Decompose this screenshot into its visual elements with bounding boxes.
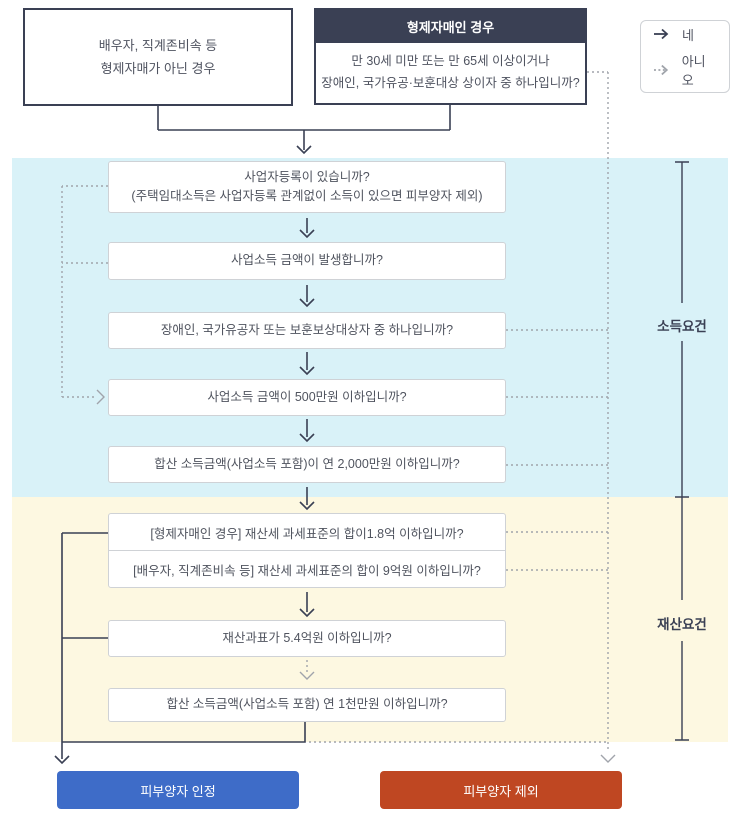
legend-yes-label: 네 <box>682 27 694 43</box>
legend-yes-row: 네 <box>653 25 717 44</box>
legend-no-row: 아니오 <box>653 51 717 89</box>
question-business-registration: 사업자등록이 있습니까? (주택임대소득은 사업자등록 관계없이 소득이 있으면… <box>108 161 506 213</box>
case-sibling-body: 만 30세 미만 또는 만 65세 이상이거나 장애인, 국가유공·보훈대상 상… <box>316 43 585 103</box>
question-business-income-exists-text: 사업소득 금액이 발생합니까? <box>231 253 383 268</box>
question-business-income-under-5m: 사업소득 금액이 500만원 이하입니까? <box>108 379 506 416</box>
legend-no-label: 아니오 <box>681 53 706 88</box>
question-business-registration-line2: (주택임대소득은 사업자등록 관계없이 소득이 있으면 피부양자 제외) <box>131 189 483 203</box>
question-disabled-or-veteran: 장애인, 국가유공자 또는 보훈보상대상자 중 하나입니까? <box>108 312 506 349</box>
income-section-label: 소득요건 <box>657 319 707 334</box>
question-business-income-under-5m-text: 사업소득 금액이 500만원 이하입니까? <box>207 389 407 404</box>
question-property-tax-base-dual: [형제자매인 경우] 재산세 과세표준의 합이1.8억 이하입니까? [배우자,… <box>108 513 506 588</box>
question-business-registration-line1: 사업자등록이 있습니까? <box>244 169 370 184</box>
dotted-arrow-icon <box>653 64 669 75</box>
solid-arrow-icon <box>654 28 669 40</box>
question-total-income-under-10m: 합산 소득금액(사업소득 포함) 연 1천만원 이하입니까? <box>108 688 506 722</box>
exclude-dependent-button[interactable]: 피부양자 제외 <box>380 771 622 809</box>
case-sibling-header: 형제자매인 경우 <box>316 10 585 43</box>
case-sibling-line1: 만 30세 미만 또는 만 65세 이상이거나 <box>351 54 550 69</box>
question-property-base-under-540m-text: 재산과표가 5.4억원 이하입니까? <box>222 630 392 645</box>
question-total-income-under-20m-text: 합산 소득금액(사업소득 포함)이 연 2,000만원 이하입니까? <box>154 456 460 471</box>
question-total-income-under-10m-text: 합산 소득금액(사업소득 포함) 연 1천만원 이하입니까? <box>166 697 448 712</box>
question-property-base-under-540m: 재산과표가 5.4억원 이하입니까? <box>108 620 506 657</box>
question-disabled-or-veteran-text: 장애인, 국가유공자 또는 보훈보상대상자 중 하나입니까? <box>160 322 454 337</box>
case-sibling-line2: 장애인, 국가유공·보훈대상 상이자 중 하나입니까? <box>321 76 580 90</box>
question-property-tax-sibling: [형제자매인 경우] 재산세 과세표준의 합이1.8억 이하입니까? <box>109 514 505 551</box>
case-non-sibling-box: 배우자, 직계존비속 등 형제자매가 아닌 경우 <box>23 8 293 106</box>
case-non-sibling-line2: 형제자매가 아닌 경우 <box>100 61 216 76</box>
case-sibling-box: 형제자매인 경우 만 30세 미만 또는 만 65세 이상이거나 장애인, 국가… <box>314 8 587 105</box>
accept-dependent-button[interactable]: 피부양자 인정 <box>57 771 299 809</box>
question-business-income-exists: 사업소득 금액이 발생합니까? <box>108 242 506 280</box>
legend-box: 네 아니오 <box>640 20 730 93</box>
property-section-label: 재산요건 <box>657 617 707 632</box>
case-non-sibling-line1: 배우자, 직계존비속 등 <box>98 37 218 53</box>
question-property-tax-non-sibling: [배우자, 직계존비속 등] 재산세 과세표준의 합이 9억원 이하입니까? <box>133 563 481 578</box>
question-total-income-under-20m: 합산 소득금액(사업소득 포함)이 연 2,000만원 이하입니까? <box>108 446 506 483</box>
